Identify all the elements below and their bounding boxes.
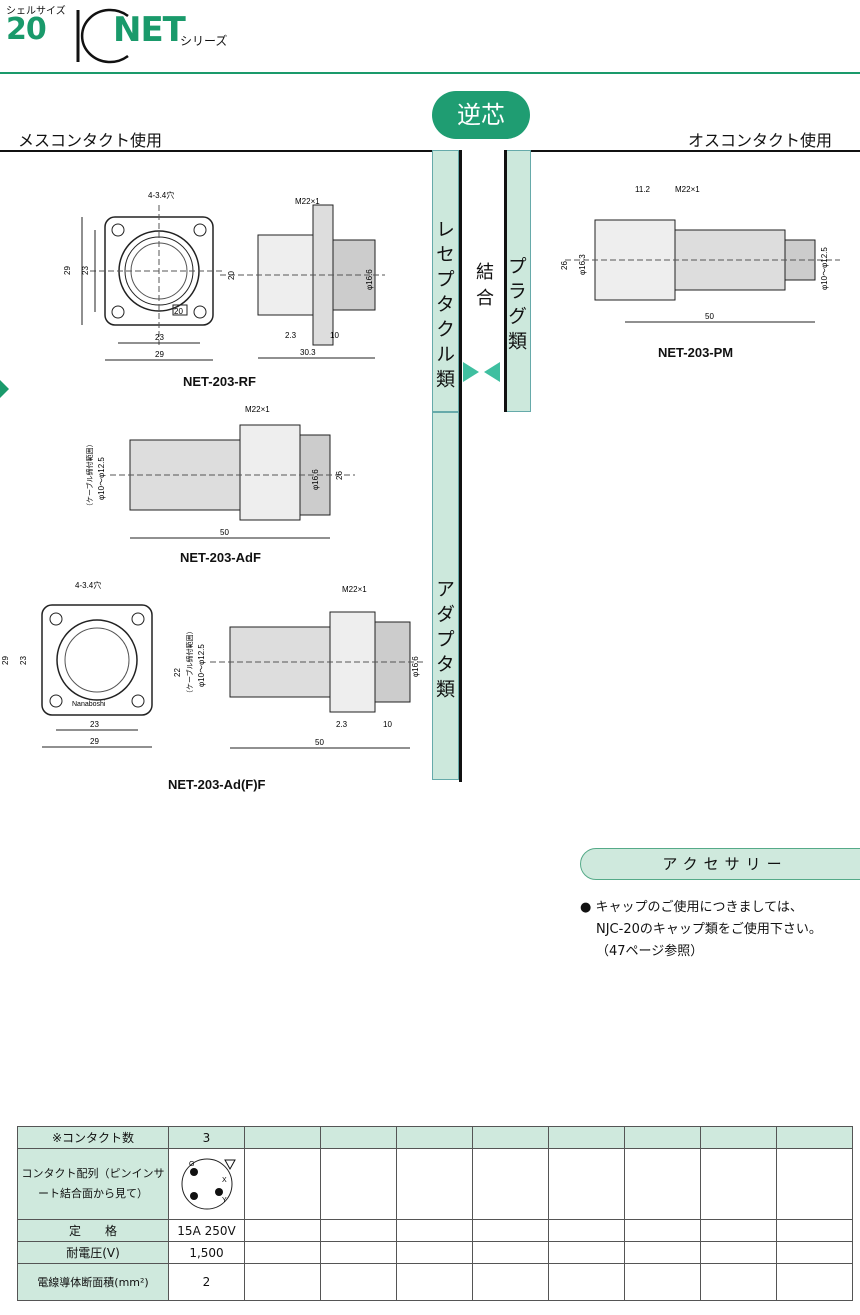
series-label: シリーズ [180, 34, 228, 48]
table-row: ※コンタクト数 3 [17, 1126, 853, 1149]
table-row: 定 格 15A 250V [17, 1219, 853, 1242]
pm-side-drawing: 11.2 M22×1 26 φ16.3 φ10～φ12.5 50 [560, 185, 840, 323]
accessory-line-1: キャップのご使用につきましては、 [595, 900, 803, 915]
adf-166: φ16.6 [311, 469, 320, 490]
adf-cable: φ10～φ12.5 [97, 457, 106, 500]
page-marker-icon [0, 380, 9, 398]
adff-thread: M22×1 [342, 585, 367, 594]
adff-h29: 29 [1, 656, 10, 665]
shell-size-number: 20 [6, 12, 47, 47]
ic-logo-icon [76, 8, 129, 64]
pm-112: 11.2 [635, 185, 651, 194]
adf-side-drawing: M22×1 （ケーブル締付範囲） φ10～φ12.5 φ16.6 26 50 [85, 405, 355, 539]
adff-brand: Nanaboshi [72, 701, 106, 708]
pin-layout-icon: G X Y [181, 1158, 236, 1209]
bar-shadow [504, 150, 507, 412]
row-value: 15A 250V [168, 1219, 245, 1242]
adf-note: （ケーブル締付範囲） [85, 440, 94, 510]
rf-23b: 2.3 [285, 331, 297, 340]
rf-front-drawing: 20 4-3.4穴 29 23 23 29 [63, 190, 225, 361]
pin-label: Y [222, 1197, 227, 1204]
adf-50: 50 [220, 528, 229, 537]
rf-303: 30.3 [300, 348, 316, 357]
pin-layout-cell: G X Y [168, 1148, 245, 1220]
rf-h23: 23 [81, 266, 90, 275]
part-name-pm: NET-203-PM [658, 345, 734, 360]
adff-front-drawing: 4-3.4穴 Nanaboshi 29 23 23 29 [1, 580, 153, 748]
accessory-line-3: （47ページ参照） [596, 944, 704, 959]
rf-w23: 23 [155, 333, 164, 342]
rf-10: 10 [330, 331, 339, 340]
pm-thread: M22×1 [675, 185, 700, 194]
shell-size-label: シェルサイズ [6, 6, 66, 17]
table-row: コンタクト配列（ピンインサート結合面から見て） G X Y [17, 1148, 853, 1220]
rf-side-drawing: M22×1 20 φ16.6 2.3 10 30.3 [220, 197, 385, 359]
pm-26: 26 [560, 261, 569, 270]
adff-22: 22 [173, 668, 182, 677]
arrow-left-icon [484, 362, 500, 382]
adff-w29: 29 [90, 737, 99, 746]
row-value: 3 [168, 1126, 245, 1149]
accessory-line: ● キャップのご使用につきましては、 [580, 897, 855, 919]
adf-26: 26 [335, 471, 344, 480]
adff-cable: φ10～φ12.5 [197, 644, 206, 687]
female-contact-title: メスコンタクト使用 [18, 131, 163, 150]
part-name-rf: NET-203-RF [183, 374, 256, 389]
right-rule [504, 150, 860, 152]
row-value: 2 [168, 1263, 245, 1301]
row-label: ※コンタクト数 [17, 1126, 169, 1149]
rf-thread: M22×1 [295, 197, 320, 206]
adapter-bar: アダプタ類 [432, 412, 459, 780]
adff-w23: 23 [90, 720, 99, 729]
bar-shadow [459, 150, 462, 412]
table-row: 耐電圧(V) 1,500 [17, 1241, 853, 1264]
rf-w29: 29 [155, 350, 164, 359]
adff-166: φ16.6 [411, 656, 420, 677]
arrow-right-icon [463, 362, 479, 382]
pin-label: G [189, 1161, 194, 1168]
adff-23b: 2.3 [336, 720, 348, 729]
bullet-icon: ● [580, 900, 592, 915]
plug-bar: プラグ類 [504, 150, 531, 412]
pm-50: 50 [705, 312, 714, 321]
header-rule [0, 72, 860, 74]
left-rule [0, 150, 459, 152]
reverse-contact-badge: 逆芯 [432, 91, 530, 139]
adff-50: 50 [315, 738, 324, 747]
male-contact-title: オスコンタクト使用 [688, 131, 833, 150]
brand-title: NET [113, 10, 186, 50]
rf-d166: φ16.6 [365, 269, 374, 290]
rf-h29: 29 [63, 266, 72, 275]
pm-163: φ16.3 [578, 254, 587, 275]
row-value: 1,500 [168, 1241, 245, 1264]
spec-table: ※コンタクト数 3 コンタクト配列（ピンインサート結合面から見て） G X Y … [17, 1126, 853, 1301]
accessory-line-2: NJC-20のキャップ類をご使用下さい。 [596, 922, 822, 937]
adff-10: 10 [383, 720, 392, 729]
pin-label: X [222, 1177, 227, 1184]
adff-h23: 23 [19, 656, 28, 665]
rf-d20: 20 [227, 271, 236, 280]
adff-hole: 4-3.4穴 [75, 580, 101, 590]
coupling-label: 結合 [473, 262, 494, 314]
accessory-text: ● キャップのご使用につきましては、 NJC-20のキャップ類をご使用下さい。 … [580, 897, 855, 963]
rf-mark-label: 20 [174, 307, 183, 316]
row-label: 電線導体断面積(mm²) [17, 1263, 169, 1301]
part-name-adf: NET-203-AdF [180, 550, 261, 565]
bar-shadow [459, 412, 462, 782]
adff-side-drawing: M22×1 22 （ケーブル締付範囲） φ10～φ12.5 φ16.6 2.3 … [173, 585, 425, 749]
part-name-adff: NET-203-Ad(F)F [168, 777, 266, 792]
row-label: コンタクト配列（ピンインサート結合面から見て） [17, 1148, 169, 1220]
row-label: 耐電圧(V) [17, 1241, 169, 1264]
table-row: 電線導体断面積(mm²) 2 [17, 1263, 853, 1301]
adff-note: （ケーブル締付範囲） [185, 627, 194, 697]
rf-hole-label: 4-3.4穴 [148, 190, 174, 200]
row-label: 定 格 [17, 1219, 169, 1242]
pm-cable: φ10～φ12.5 [820, 247, 829, 290]
accessory-title: アクセサリー [580, 848, 860, 880]
adf-thread: M22×1 [245, 405, 270, 414]
receptacle-bar: レセプタクル類 [432, 150, 459, 412]
